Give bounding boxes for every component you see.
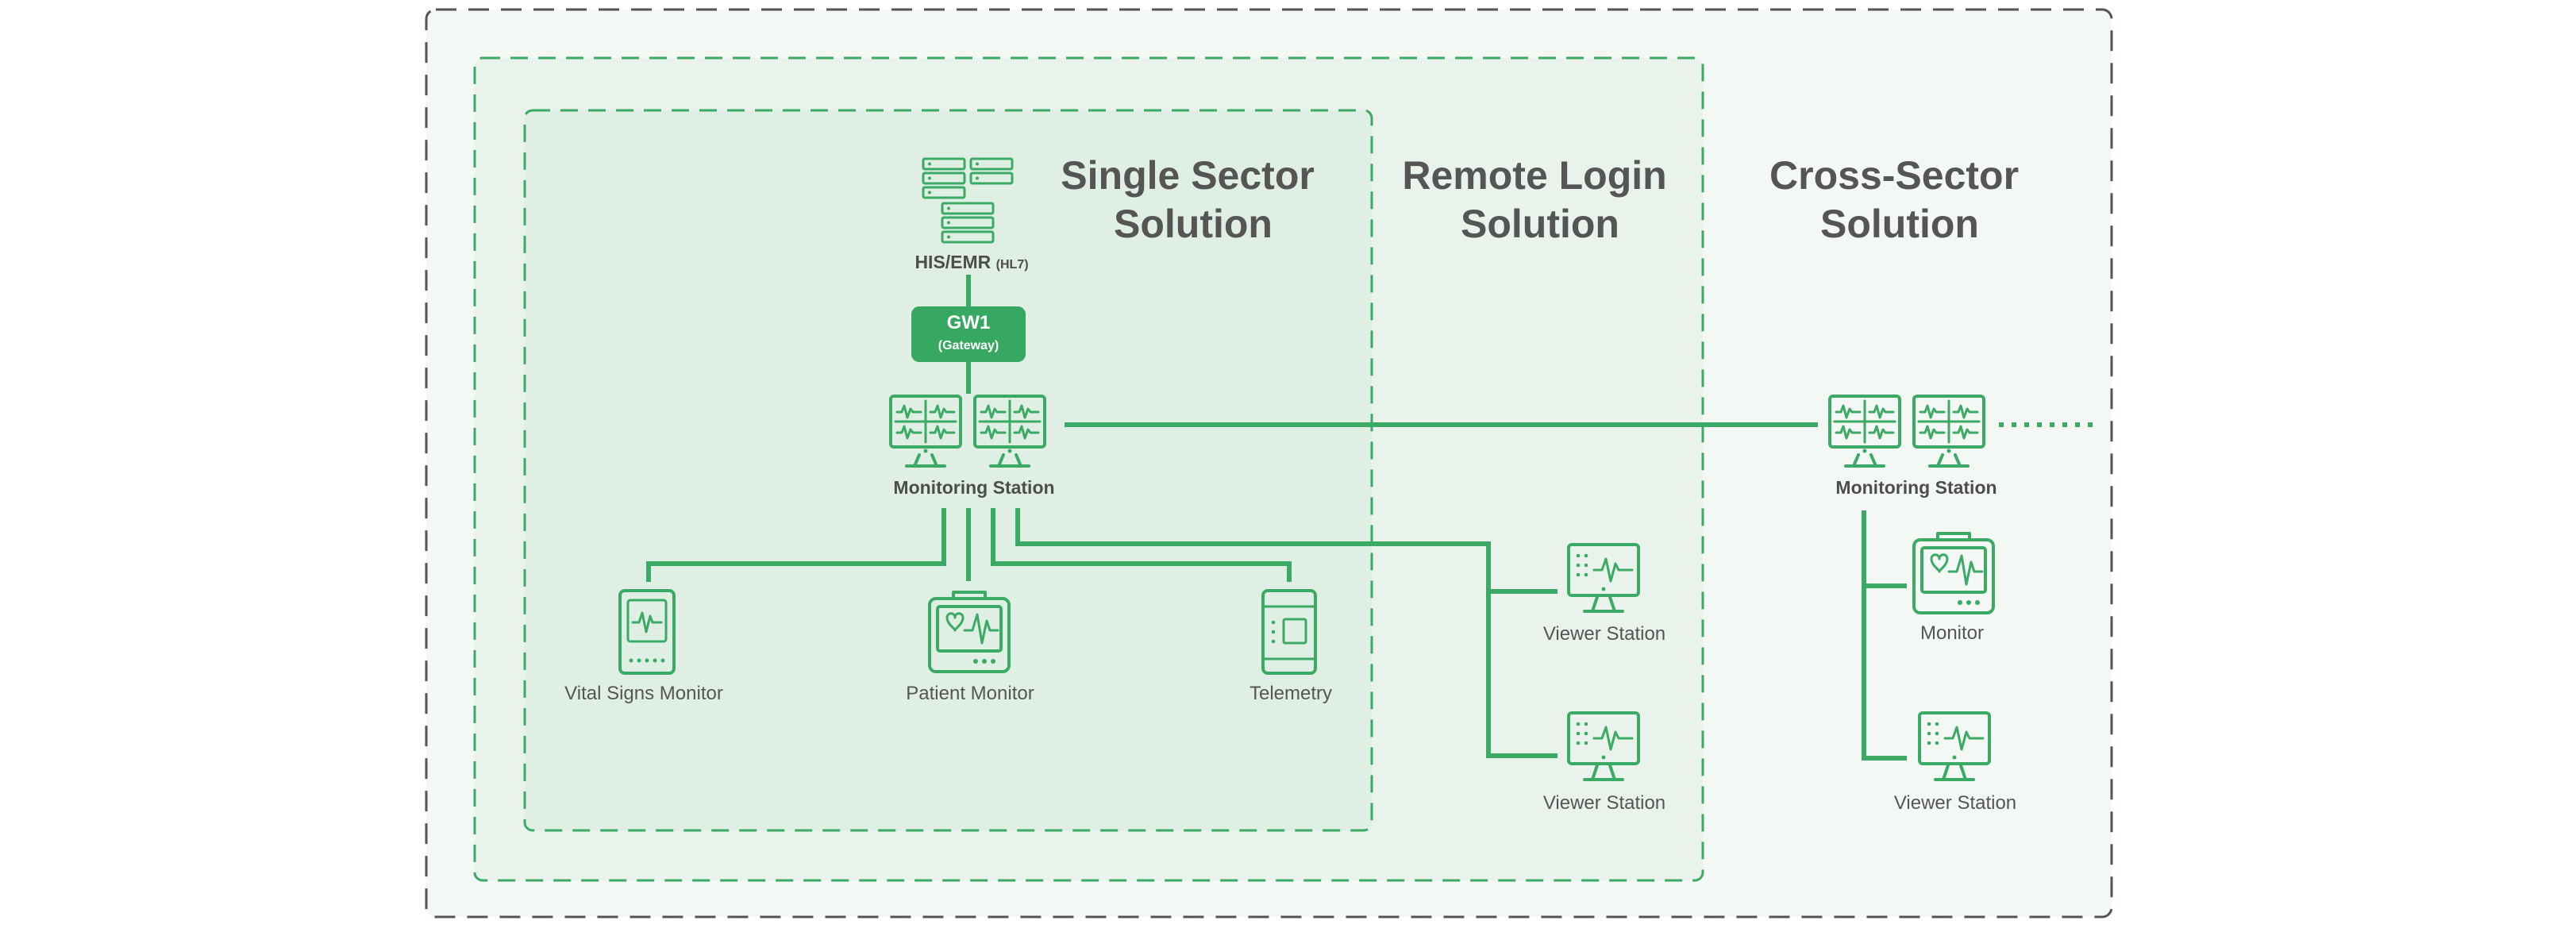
gateway-sublabel: (Gateway) xyxy=(938,339,999,352)
gateway-node: GW1 (Gateway) xyxy=(911,306,1026,362)
his-emr-label: HIS/EMR (HL7) xyxy=(914,252,1028,272)
monitoring-station-label: Monitoring Station xyxy=(893,477,1054,498)
viewer-station-1-label: Viewer Station xyxy=(1543,623,1665,645)
cross-viewer-station-label: Viewer Station xyxy=(1894,792,2016,814)
telemetry-label: Telemetry xyxy=(1249,683,1332,704)
cross-monitor-label: Monitor xyxy=(1920,622,1984,644)
connections xyxy=(646,275,2100,761)
vital-signs-monitor-icon xyxy=(618,589,676,675)
cross-sector-title: Cross-Sector Solution xyxy=(1769,153,2030,246)
vital-signs-monitor-label: Vital Signs Monitor xyxy=(564,683,723,704)
single-sector-title: Single Sector Solution xyxy=(1061,153,1325,246)
patient-monitor-label: Patient Monitor xyxy=(906,683,1034,704)
gateway-label: GW1 xyxy=(947,312,991,333)
cross-monitoring-station-label: Monitoring Station xyxy=(1835,477,1996,498)
viewer-station-2-label: Viewer Station xyxy=(1543,792,1665,814)
single-sector-region xyxy=(523,109,1373,832)
telemetry-icon xyxy=(1261,589,1317,675)
server-stack-icon xyxy=(922,157,1014,244)
remote-login-title: Remote Login Solution xyxy=(1402,153,1677,246)
